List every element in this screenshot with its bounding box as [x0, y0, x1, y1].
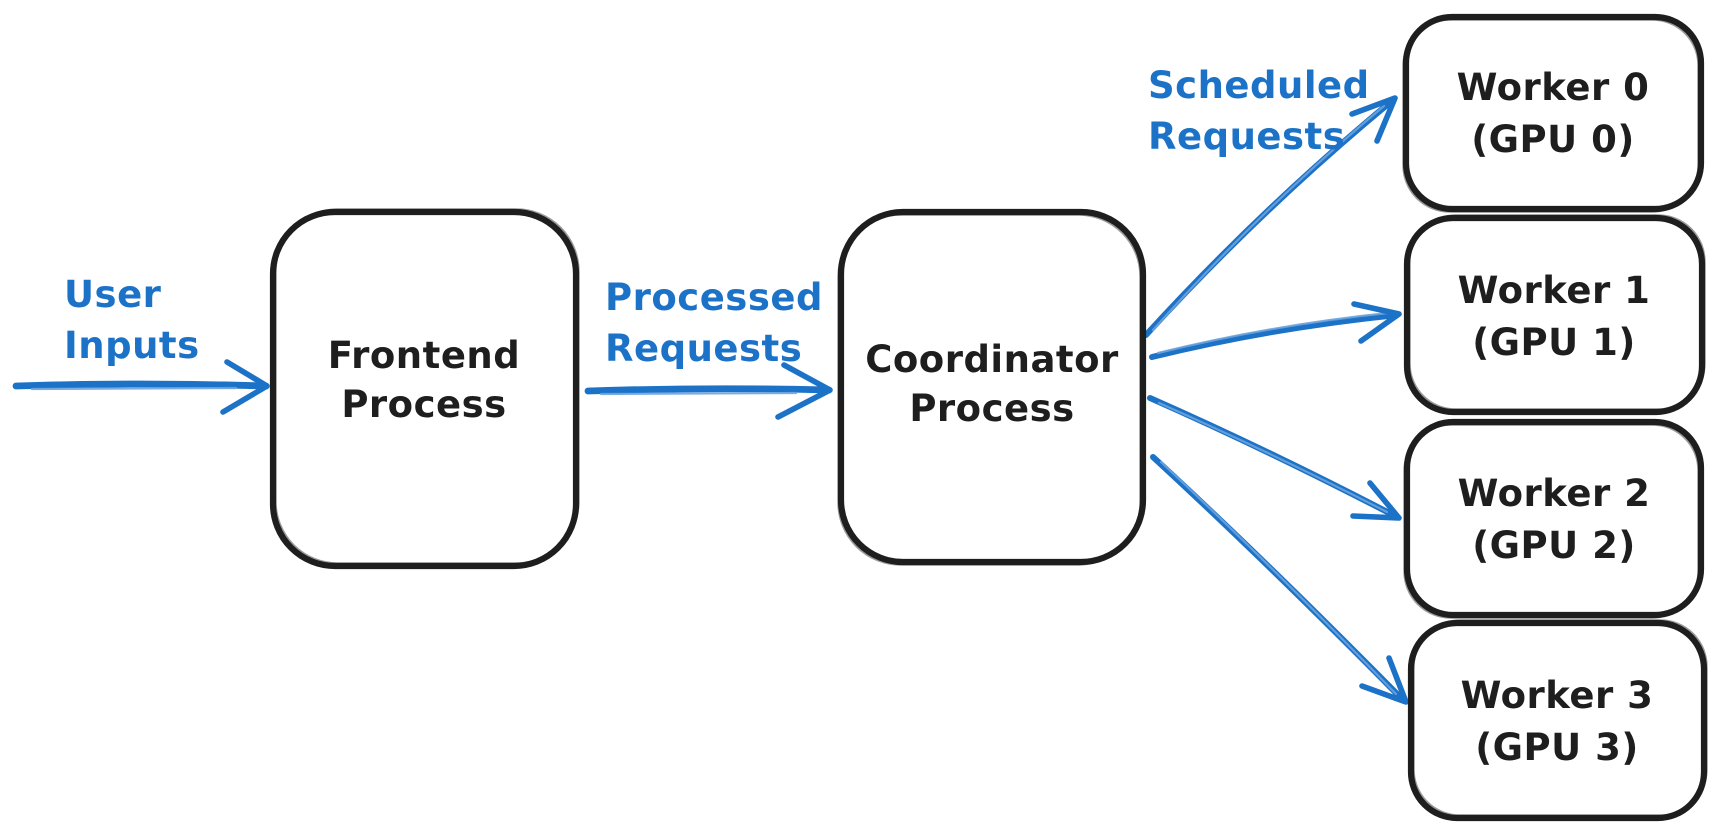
arrow-coordinator-to-worker-2	[1147, 395, 1402, 521]
worker-2-node: Worker 2 (GPU 2)	[1403, 418, 1705, 619]
coordinator-process-label-line2: Process	[909, 387, 1074, 430]
user-inputs-arrow	[12, 359, 270, 415]
arrow-shaft	[584, 385, 833, 395]
arrow-streak	[1157, 401, 1389, 514]
arrowhead-down-right-icon	[1359, 655, 1409, 705]
arrow-shaft	[12, 380, 270, 390]
worker-0-label-line2: (GPU 0)	[1471, 118, 1634, 161]
arrowhead-down-right-icon	[1350, 480, 1402, 521]
scheduled-requests-label-line1: Scheduled	[1148, 64, 1370, 107]
scheduled-requests-label-line2: Requests	[1148, 115, 1345, 158]
arrow-streak	[1151, 104, 1386, 332]
worker-2-label-line1: Worker 2	[1458, 472, 1651, 515]
scheduled-requests-label: Scheduled Requests	[1148, 64, 1370, 158]
arrow-coordinator-to-worker-1	[1149, 301, 1402, 360]
worker-3-label-line1: Worker 3	[1461, 674, 1654, 717]
arrowhead-up-right-icon	[1349, 95, 1398, 144]
frontend-process-label-line2: Process	[341, 383, 506, 426]
processed-requests-arrow	[584, 362, 833, 420]
arrow-coordinator-to-worker-3	[1150, 454, 1409, 705]
coordinator-process-node: Coordinator Process	[837, 208, 1147, 566]
arrow-shaft	[1149, 312, 1400, 360]
user-inputs-label: User Inputs	[64, 273, 200, 367]
frontend-process-node: Frontend Process	[269, 208, 580, 570]
worker-1-label-line1: Worker 1	[1458, 269, 1651, 312]
arrow-streak	[599, 391, 798, 396]
worker-3-node: Worker 3 (GPU 3)	[1407, 619, 1708, 822]
worker-0-node: Worker 0 (GPU 0)	[1402, 13, 1705, 213]
arrowhead-right-icon	[1351, 301, 1402, 344]
user-inputs-label-line1: User	[64, 273, 162, 316]
worker-3-label-line2: (GPU 3)	[1475, 726, 1638, 769]
processed-requests-label: Processed Requests	[605, 276, 823, 370]
worker-0-label-line1: Worker 0	[1457, 66, 1650, 109]
arrow-streak	[1156, 311, 1390, 355]
arrowhead-right-icon	[775, 362, 833, 420]
coordinator-process-label-line1: Coordinator	[865, 338, 1119, 381]
arrow-streak	[1159, 460, 1398, 696]
frontend-process-label-line1: Frontend	[328, 334, 521, 377]
worker-2-label-line2: (GPU 2)	[1472, 524, 1635, 567]
user-inputs-label-line2: Inputs	[64, 324, 200, 367]
processed-requests-label-line2: Requests	[605, 327, 802, 370]
arrow-streak	[30, 386, 238, 391]
arrow-coordinator-to-worker-0	[1143, 95, 1398, 338]
worker-1-label-line2: (GPU 1)	[1472, 321, 1635, 364]
processed-requests-label-line1: Processed	[605, 276, 823, 319]
arrowhead-right-icon	[220, 359, 270, 415]
worker-1-node: Worker 1 (GPU 1)	[1403, 214, 1706, 416]
